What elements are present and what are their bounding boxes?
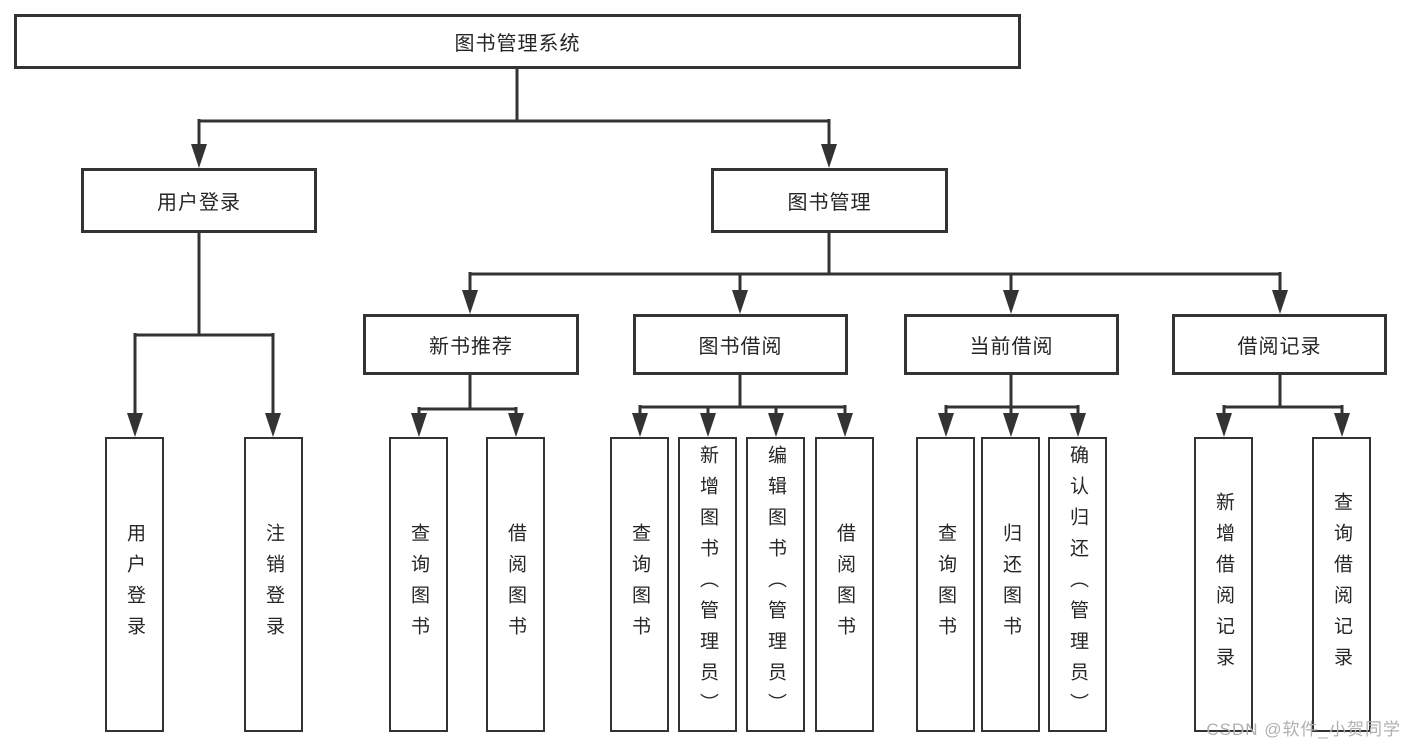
leaf-query-borrow-record: 查询借阅记录 — [1312, 437, 1371, 732]
leaf-return-book: 归还图书 — [981, 437, 1040, 732]
leaf-query-books-current-label: 查询图书 — [935, 522, 956, 647]
leaf-add-book-admin-label: 新增图书（管理员） — [697, 445, 718, 724]
leaf-logout-label: 注销登录 — [263, 522, 284, 647]
arrowhead-down-icon — [462, 290, 478, 314]
arrowhead-down-icon — [1003, 290, 1019, 314]
node-new-book-recommend-label: 新书推荐 — [429, 336, 513, 358]
leaf-edit-book-admin: 编辑图书（管理员） — [746, 437, 805, 732]
leaf-query-books-recommend-label: 查询图书 — [408, 522, 429, 647]
arrowhead-down-icon — [768, 413, 784, 437]
leaf-add-borrow-record-label: 新增借阅记录 — [1213, 491, 1234, 678]
arrowhead-down-icon — [1070, 413, 1086, 437]
arrowhead-down-icon — [1216, 413, 1232, 437]
watermark: CSDN @软件_小贺同学 — [1206, 720, 1401, 739]
leaf-borrow-books-recommend: 借阅图书 — [486, 437, 545, 732]
leaf-user-login-label: 用户登录 — [124, 522, 145, 647]
node-borrow-records: 借阅记录 — [1172, 314, 1387, 375]
node-new-book-recommend: 新书推荐 — [363, 314, 579, 375]
leaf-confirm-return-admin-label: 确认归还（管理员） — [1067, 445, 1088, 724]
leaf-add-borrow-record: 新增借阅记录 — [1194, 437, 1253, 732]
arrowhead-down-icon — [411, 413, 427, 437]
node-book-borrow: 图书借阅 — [633, 314, 848, 375]
leaf-query-borrow-record-label: 查询借阅记录 — [1331, 491, 1352, 678]
leaf-borrow-books-borrow: 借阅图书 — [815, 437, 874, 732]
arrowhead-down-icon — [632, 413, 648, 437]
arrowhead-down-icon — [265, 413, 281, 437]
node-current-borrow: 当前借阅 — [904, 314, 1119, 375]
arrowhead-down-icon — [700, 413, 716, 437]
arrowhead-down-icon — [1334, 413, 1350, 437]
leaf-add-book-admin: 新增图书（管理员） — [678, 437, 737, 732]
leaf-user-login: 用户登录 — [105, 437, 164, 732]
arrowhead-down-icon — [1272, 290, 1288, 314]
arrowhead-down-icon — [938, 413, 954, 437]
leaf-confirm-return-admin: 确认归还（管理员） — [1048, 437, 1107, 732]
node-user-login-branch: 用户登录 — [81, 168, 317, 233]
node-borrow-records-label: 借阅记录 — [1237, 336, 1322, 358]
node-user-login-branch-label: 用户登录 — [157, 192, 241, 214]
leaf-query-books-borrow-label: 查询图书 — [629, 522, 650, 647]
arrowhead-down-icon — [1003, 413, 1019, 437]
leaf-return-book-label: 归还图书 — [1000, 522, 1021, 647]
node-book-borrow-label: 图书借阅 — [698, 336, 783, 358]
node-root-label: 图书管理系统 — [454, 33, 581, 55]
arrowhead-down-icon — [508, 413, 524, 437]
node-root: 图书管理系统 — [14, 14, 1021, 69]
arrowhead-down-icon — [191, 144, 207, 168]
leaf-query-books-recommend: 查询图书 — [389, 437, 448, 732]
leaf-logout: 注销登录 — [244, 437, 303, 732]
leaf-borrow-books-borrow-label: 借阅图书 — [834, 522, 855, 647]
arrowhead-down-icon — [732, 290, 748, 314]
leaf-query-books-borrow: 查询图书 — [610, 437, 669, 732]
node-book-management-label: 图书管理 — [787, 192, 872, 214]
leaf-edit-book-admin-label: 编辑图书（管理员） — [765, 445, 786, 724]
leaf-borrow-books-recommend-label: 借阅图书 — [505, 522, 526, 647]
node-book-management: 图书管理 — [711, 168, 948, 233]
node-current-borrow-label: 当前借阅 — [969, 336, 1054, 358]
arrowhead-down-icon — [837, 413, 853, 437]
arrowhead-down-icon — [821, 144, 837, 168]
leaf-query-books-current: 查询图书 — [916, 437, 975, 732]
arrowhead-down-icon — [127, 413, 143, 437]
